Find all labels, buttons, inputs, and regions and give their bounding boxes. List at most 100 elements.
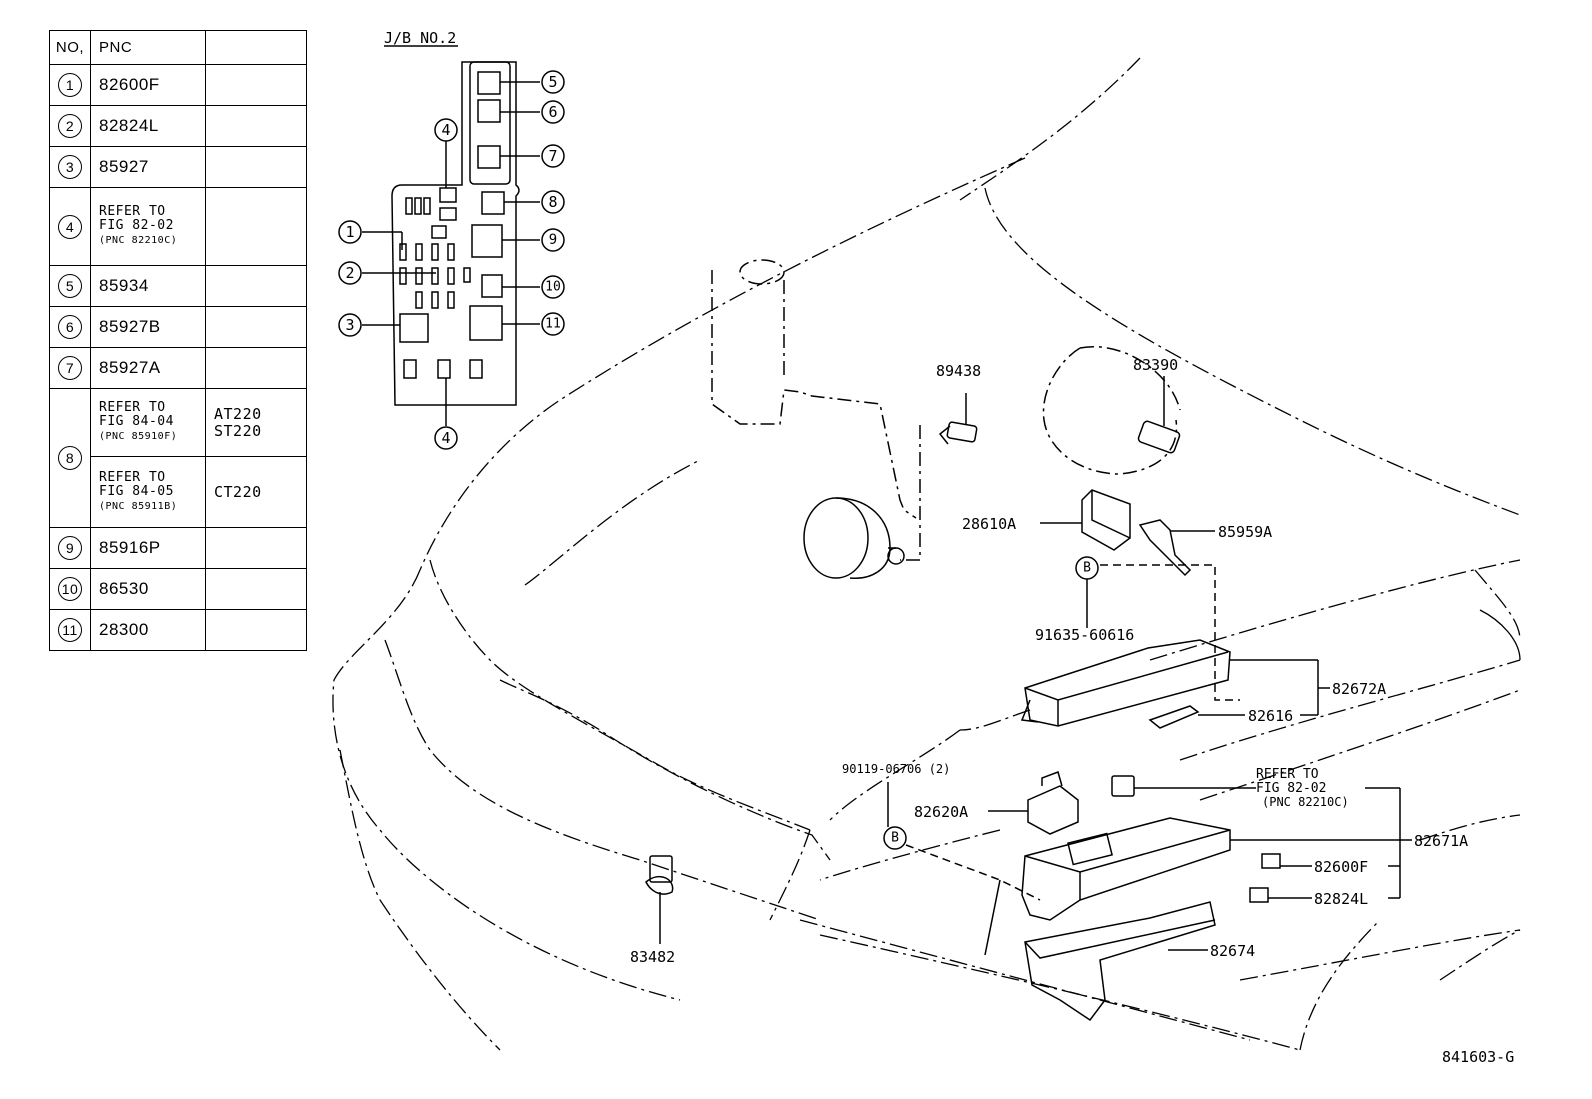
row-extra [205, 306, 307, 348]
label-83482: 83482 [630, 948, 675, 966]
row-number: 8 [58, 446, 82, 470]
part-28610A-icon [1040, 489, 1131, 551]
label-82824L: 82824L [1314, 890, 1368, 908]
refer-line: REFER TO [99, 400, 166, 415]
row-pnc: 85934 [90, 265, 206, 307]
label-82674: 82674 [1210, 942, 1255, 960]
refer-line: FIG 84-05 [99, 483, 174, 499]
jb-title: J/B NO.2 [384, 29, 456, 47]
jb-callout-2: 2 [345, 264, 354, 282]
row-pnc: 86530 [90, 568, 206, 610]
model-code: ST220 [214, 421, 262, 440]
refer-line: REFER TO [99, 204, 166, 219]
label-82672A: 82672A [1332, 680, 1386, 698]
junction-block-outline [391, 61, 520, 406]
label-82671A: 82671A [1414, 832, 1468, 850]
row-extra [205, 105, 307, 147]
jb-callout-9: 9 [549, 232, 557, 248]
jb-callout-4-bottom: 4 [441, 429, 450, 447]
row-number: 4 [58, 214, 82, 239]
label-b-top: B [1083, 561, 1091, 576]
fuse [423, 197, 431, 215]
slot-9 [471, 224, 503, 258]
header-pnc: PNC [90, 30, 206, 65]
jb-callout-5: 5 [548, 73, 557, 91]
table-row: 10 86530 [49, 568, 307, 610]
slot-11 [469, 305, 503, 341]
slot-3 [399, 313, 429, 343]
row-pnc: 85916P [90, 527, 206, 569]
slot-7 [477, 145, 501, 169]
table-row: 1 82600F [49, 64, 307, 106]
bottom-slot [437, 359, 451, 379]
row-pnc: 28300 [90, 609, 206, 651]
refer-pnc: (PNC 82210C) [99, 235, 178, 246]
table-row: REFER TO FIG 84-05 (PNC 85911B) CT220 [50, 456, 307, 528]
washer-tank [711, 259, 921, 561]
pnc-table: NO, PNC 1 82600F 2 82824L 3 85927 4 REFE… [49, 30, 307, 651]
row-number: 11 [58, 618, 82, 642]
model-code: CT220 [214, 483, 262, 501]
washer-motor [803, 497, 905, 579]
row-number: 3 [58, 155, 82, 179]
part-85959A-icon [1138, 519, 1215, 577]
part-82672A-icon [1020, 639, 1231, 727]
relay-panel [469, 61, 511, 185]
jb-callout-8: 8 [548, 193, 557, 211]
row-pnc: 85927B [90, 306, 206, 348]
fuse [405, 197, 413, 215]
row-pnc: 82824L [90, 105, 206, 147]
slot-4a [439, 187, 457, 203]
table-row: 4 REFER TO FIG 82-02 (PNC 82210C) [49, 187, 307, 266]
slot-10 [481, 274, 503, 298]
jb-callout-4-top: 4 [441, 121, 450, 139]
part-82824L-icon [1249, 887, 1269, 903]
table-row: 9 85916P [49, 527, 307, 569]
bottom-slot [469, 359, 483, 379]
fuse-grid [399, 243, 471, 309]
bottom-slot [403, 359, 417, 379]
row-extra [205, 64, 307, 106]
body-line [1479, 609, 1521, 661]
part-83482-icon [645, 855, 674, 944]
label-83390: 83390 [1133, 356, 1178, 374]
table-row: 2 82824L [49, 105, 307, 147]
slot-8 [481, 191, 505, 215]
jb-leaders [362, 81, 540, 426]
table-row: 3 85927 [49, 146, 307, 188]
refer-line: REFER TO [99, 469, 166, 485]
jb-callout-3: 3 [345, 316, 354, 334]
row-number: 7 [58, 356, 82, 380]
label-refer-line: REFER TO [1256, 767, 1319, 782]
slot-5 [477, 71, 501, 95]
label-b-bottom: B [891, 831, 899, 846]
row-extra [205, 146, 307, 188]
label-28610A: 28610A [962, 515, 1016, 533]
refer-pnc: (PNC 85910F) [99, 431, 178, 442]
label-85959A: 85959A [1218, 523, 1272, 541]
jb-callout-11: 11 [545, 317, 561, 332]
jb-callout-10: 10 [545, 280, 561, 295]
model-code: AT220 [214, 404, 262, 423]
slot-small [431, 225, 447, 239]
part-82210C-icon [1111, 775, 1135, 797]
part-82671A-icon [1021, 817, 1231, 921]
fuse [414, 197, 422, 215]
leader-b2-line [984, 879, 1001, 956]
part-82620A-icon [988, 771, 1079, 835]
part-89438-icon [938, 393, 978, 445]
part-83390-icon [1042, 346, 1181, 475]
figure-id: 841603-G [1442, 1048, 1514, 1066]
leader-b-dashed [1100, 564, 1240, 701]
label-82600F: 82600F [1314, 858, 1368, 876]
jb-callout-1: 1 [345, 223, 354, 241]
label-90119-06706: 90119-06706 (2) [842, 762, 950, 776]
bumper-line [379, 899, 501, 1051]
label-89438: 89438 [936, 362, 981, 380]
row-number: 2 [58, 114, 82, 138]
jb-callout-6: 6 [548, 103, 557, 121]
row-extra [205, 265, 307, 307]
part-82674-icon [1024, 901, 1216, 1022]
part-82616-icon [1148, 705, 1200, 729]
row-extra [205, 527, 307, 569]
